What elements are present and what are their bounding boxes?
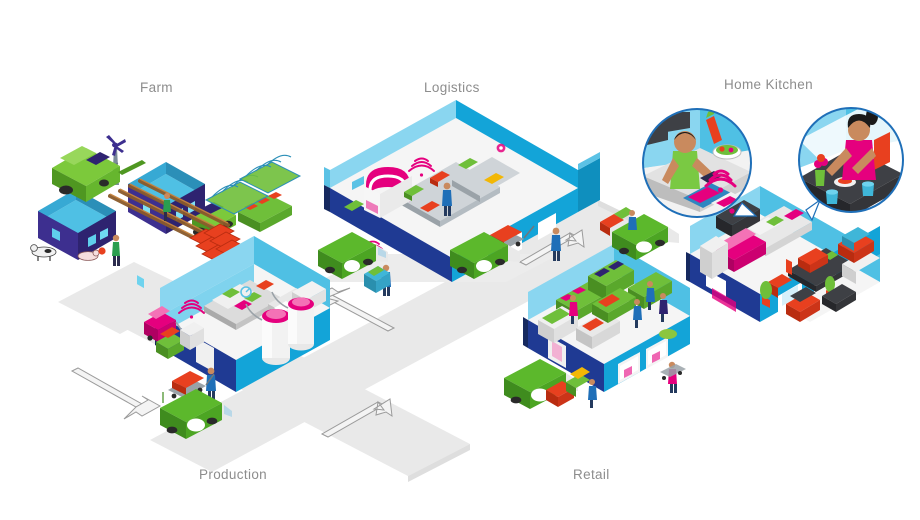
shopper-1 <box>569 295 578 324</box>
node-home-kitchen[interactable] <box>600 107 904 322</box>
farm-worker-hose <box>163 193 171 221</box>
logistics-worker <box>442 182 452 216</box>
produce-crates-red <box>189 223 247 262</box>
delivery-van-logistics-right <box>450 232 520 279</box>
home-delivery-crates <box>600 207 634 236</box>
label-production: Production <box>199 467 268 482</box>
refrigerator <box>700 236 728 279</box>
production-worker <box>206 367 216 401</box>
flow-arrow-farm-to-production <box>70 367 162 420</box>
node-farm[interactable] <box>30 135 302 289</box>
label-logistics: Logistics <box>424 80 480 95</box>
pig <box>77 247 106 261</box>
shopper-2 <box>646 281 655 310</box>
greenhouse-row <box>204 154 302 215</box>
shopping-cart <box>660 364 686 380</box>
scanner-arch-magenta <box>364 167 414 218</box>
pallet-jack-production <box>168 371 215 399</box>
delivery-van-home <box>612 214 679 260</box>
combine-harvester <box>52 146 146 202</box>
callout-connector-left <box>732 202 758 217</box>
pallet-boxes <box>344 158 504 212</box>
delivery-boxes <box>786 287 820 322</box>
delivery-boxes-4 <box>798 248 828 273</box>
produce-island <box>592 288 636 323</box>
callout-left[interactable] <box>642 108 752 218</box>
node-retail[interactable] <box>504 244 690 409</box>
silo-tank-2 <box>288 297 314 351</box>
label-home-kitchen: Home Kitchen <box>724 77 813 92</box>
node-logistics[interactable] <box>318 100 600 296</box>
delivery-van-production <box>160 389 234 439</box>
plant <box>760 281 772 308</box>
side-cabinet <box>842 250 880 284</box>
retail-worker <box>588 379 597 408</box>
camera-icon <box>496 143 506 153</box>
node-production[interactable] <box>144 236 330 439</box>
flow-arrow-logistics-to-home <box>518 229 585 266</box>
wifi-signal-icon-production <box>178 299 205 319</box>
shopper-4 <box>633 299 642 328</box>
shelf-unit-back <box>588 260 634 300</box>
monitor-icon <box>352 176 364 190</box>
delivery-boxes-2 <box>822 284 856 312</box>
tractor-trailer-produce <box>238 192 292 232</box>
label-farm: Farm <box>140 80 173 95</box>
label-retail: Retail <box>573 467 610 482</box>
processing-line <box>204 280 282 330</box>
gauge-icon <box>240 286 252 298</box>
flow-arrow-production-to-retail <box>320 398 393 438</box>
callout-right[interactable] <box>798 107 904 218</box>
logistics-worker-2 <box>551 227 561 261</box>
silo-tank <box>262 309 290 365</box>
callout-connector-right <box>805 198 822 222</box>
farmer-person <box>112 234 120 266</box>
home-person-outside <box>628 210 637 230</box>
crop-field-rows <box>108 178 230 242</box>
wifi-signal-icon <box>408 157 435 177</box>
floor-equipment <box>180 322 204 350</box>
cow <box>30 244 57 261</box>
delivery-van-logistics-left <box>318 232 388 279</box>
retail-crates <box>546 367 590 407</box>
shipping-box <box>364 266 390 293</box>
delivery-boxes-3 <box>838 227 874 263</box>
produce-crate-stack <box>156 327 184 359</box>
shopper-3 <box>659 293 668 322</box>
